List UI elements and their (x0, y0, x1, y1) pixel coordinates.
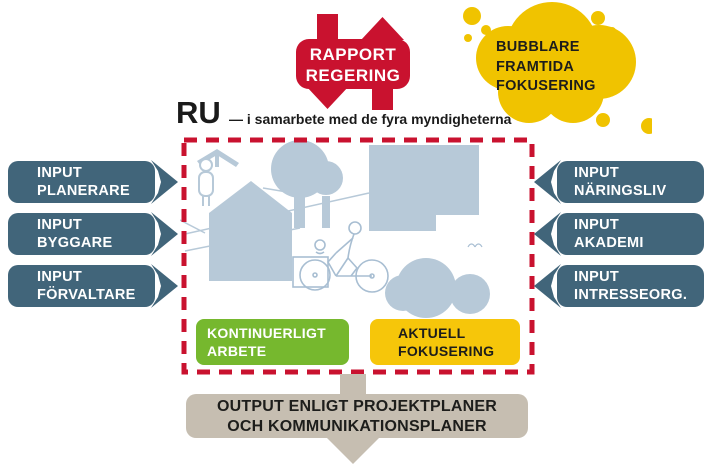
input-arrow-label: INPUT AKADEMI (533, 212, 704, 256)
input-group: BYGGARE (37, 235, 113, 251)
input-naringsliv-arrow: INPUT NÄRINGSLIV (533, 160, 704, 204)
input-akademi-arrow: INPUT AKADEMI (533, 212, 704, 256)
input-word: INPUT (574, 165, 619, 181)
output-line-1: OUTPUT ENLIGT PROJEKTPLANER (216, 398, 498, 415)
person-icon (198, 158, 214, 206)
bubble-line-1: BUBBLARE (496, 39, 580, 55)
left-arrow-icon (534, 264, 704, 308)
bubblare-label: BUBBLARE FRAMTIDA FOKUSERING (496, 38, 596, 97)
output-box: OUTPUT ENLIGT PROJEKTPLANER OCH KOMMUNIK… (186, 394, 528, 438)
rapport-arrows-icon (296, 14, 410, 110)
input-group: AKADEMI (574, 235, 644, 251)
input-group: INTRESSEORG. (574, 287, 688, 303)
trees-icon (271, 140, 343, 228)
input-arrow-label: INPUT NÄRINGSLIV (533, 160, 704, 204)
path-junction-icon (197, 149, 239, 167)
input-arrow-label: INPUT PLANERARE (8, 160, 179, 204)
bird-icon (467, 243, 483, 248)
focus-line-2: FOKUSERING (398, 342, 495, 359)
dashed-focus-border (181, 137, 535, 375)
aktuell-fokusering-box: AKTUELL FOKUSERING (370, 319, 520, 365)
page-subtitle: — i samarbete med de fyra myndigheterna (229, 111, 512, 127)
regering-line: REGERING (305, 66, 401, 85)
input-intresseorg-arrow: INPUT INTRESSEORG. (533, 264, 704, 308)
bushes-icon (385, 258, 490, 318)
left-arrow-icon (534, 212, 704, 256)
rapport-line: RAPPORT (309, 45, 397, 64)
input-word: INPUT (37, 165, 82, 181)
bubble-line-3: FOKUSERING (496, 78, 596, 94)
input-word: INPUT (574, 217, 619, 233)
input-arrow-label: INPUT BYGGARE (8, 212, 179, 256)
continuous-line-2: ARBETE (207, 342, 267, 359)
bubblare-cloud: BUBBLARE FRAMTIDA FOKUSERING (452, 2, 652, 135)
building-icon (369, 145, 479, 231)
city-illustration (180, 137, 535, 375)
up-arrowhead-icon (361, 17, 404, 40)
kontinuerligt-arbete-box: KONTINUERLIGT ARBETE (196, 319, 349, 365)
input-planerare-arrow: INPUT PLANERARE (8, 160, 179, 204)
focus-area-panel (180, 136, 538, 378)
focus-line-1: AKTUELL (398, 325, 466, 341)
cargo-bike-icon (292, 221, 389, 293)
left-arrow-icon (534, 160, 704, 204)
continuous-line-1: KONTINUERLIGT (207, 325, 327, 341)
input-byggare-arrow: INPUT BYGGARE (8, 212, 179, 256)
rapport-regering-label: RAPPORT REGERING (296, 39, 410, 89)
input-word: INPUT (574, 269, 619, 285)
input-word: INPUT (37, 269, 82, 285)
input-group: NÄRINGSLIV (574, 183, 667, 199)
input-word: INPUT (37, 217, 82, 233)
output-line-2: OCH KOMMUNIKATIONSPLANER (227, 417, 487, 435)
right-arrow-icon (8, 264, 178, 308)
page-title: RU (176, 95, 221, 130)
cloud-shape-icon (463, 2, 652, 134)
input-forvaltare-arrow: INPUT FÖRVALTARE (8, 264, 179, 308)
input-arrow-label: INPUT FÖRVALTARE (8, 264, 179, 308)
input-arrow-label: INPUT INTRESSEORG. (533, 264, 704, 308)
input-group: FÖRVALTARE (37, 287, 136, 303)
rapport-regering-shape: RAPPORT REGERING (290, 12, 420, 112)
down-arrowhead-icon (306, 86, 349, 109)
house-icon (209, 181, 292, 281)
bubble-line-2: FRAMTIDA (496, 58, 575, 75)
right-arrow-icon (8, 160, 178, 204)
input-group: PLANERARE (37, 183, 130, 199)
right-arrow-icon (8, 212, 178, 256)
